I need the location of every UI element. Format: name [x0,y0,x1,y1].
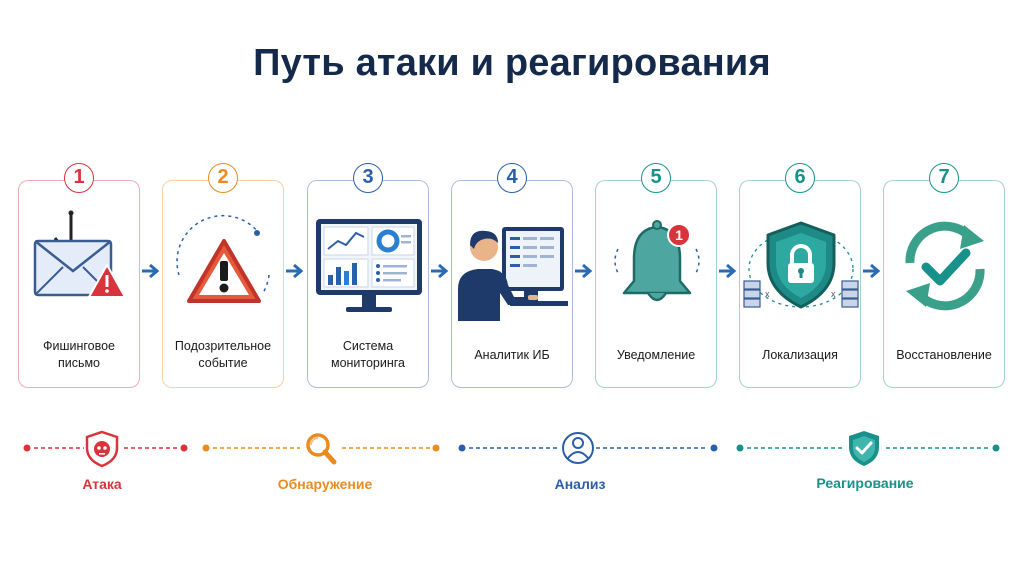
flow-arrow-icon [142,263,160,279]
svg-text:x: x [765,289,770,299]
analyst-icon [458,227,568,321]
step-number-badge: 5 [641,163,671,193]
phase-label-attack: Атака [82,476,122,492]
monitor-dashboard-icon [316,219,422,312]
shield-check-icon [849,431,879,466]
step-phishing-email: 1 Фишинговое письмо [18,163,140,388]
user-icon [562,432,594,464]
step-recovery: 7 Восстановление [883,163,1005,388]
phase-response-line [736,431,1000,466]
phase-detection-line [202,433,440,465]
svg-text:x: x [831,289,836,299]
flow-arrow-icon [575,263,593,279]
step-number-badge: 4 [497,163,527,193]
step-label: Локализация [762,347,838,362]
flow-arrow-icon [431,263,449,279]
phase-label-analysis: Анализ [554,476,606,492]
bell-badge-count: 1 [675,227,683,243]
phishing-email-icon [33,210,126,298]
step-label: Аналитик ИБ [474,347,550,362]
bell-icon: 1 [614,220,700,302]
phase-label-response: Реагирование [816,475,914,491]
step-label: Система мониторинга [330,339,406,370]
step-containment: 6 x x Локализация [739,163,861,388]
magnifier-icon [306,433,337,465]
phase-attack-line [23,430,188,468]
step-number-badge: 1 [64,163,94,193]
step-suspicious-event: 2 Подозрительное событие [162,163,284,388]
step-monitoring-system: 3 Система мониторинга [307,163,429,388]
step-label: Фишинговое письмо [42,339,116,370]
step-notification: 5 1 Уведомление [595,163,717,388]
page-title: Путь атаки и реагирования [253,42,771,84]
phase-label-detection: Обнаружение [277,476,373,492]
flow-arrow-icon [719,263,737,279]
flow-arrow-icon [863,263,881,279]
step-number-badge: 6 [785,163,815,193]
shield-lock-icon: x x [743,221,859,309]
step-label: Подозрительное событие [174,339,272,370]
step-number-badge: 2 [208,163,238,193]
step-label: Восстановление [896,347,992,362]
flow-arrow-icon [286,263,304,279]
step-number-badge: 7 [929,163,959,193]
step-security-analyst: 4 Аналитик ИБ [451,163,573,388]
phase-analysis-line [458,432,718,464]
mask-shield-icon [85,430,119,468]
recovery-check-icon [905,221,985,311]
step-number-badge: 3 [353,163,383,193]
step-label: Уведомление [616,347,696,362]
warning-triangle-icon [176,214,270,303]
